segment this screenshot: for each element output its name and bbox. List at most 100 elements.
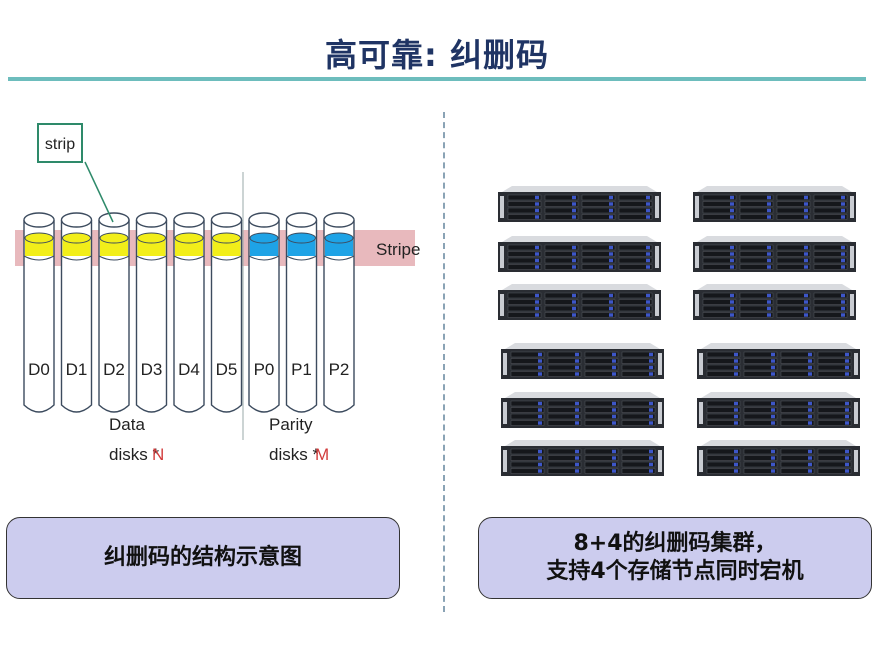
drive-led: [841, 306, 845, 311]
drive-led: [535, 202, 539, 206]
drive-bay: [739, 305, 774, 312]
drive-led: [771, 414, 775, 419]
drive-bay: [706, 400, 741, 407]
drive-bay: [621, 448, 656, 455]
drive-led: [612, 359, 616, 363]
server-handle: [699, 402, 703, 424]
drive-bay: [780, 461, 815, 468]
drive-led: [609, 265, 613, 269]
drive-led: [646, 245, 650, 250]
drive-bay: [507, 207, 542, 214]
drive-led: [767, 208, 771, 213]
drive-bay: [584, 400, 619, 407]
disk-body: [248, 220, 280, 413]
drive-led: [538, 359, 542, 363]
drive-bay: [739, 292, 774, 299]
drive-bay: [544, 264, 579, 270]
drive-led: [804, 313, 808, 317]
disk-body: [60, 220, 93, 413]
drive-led: [730, 313, 734, 317]
server-handle: [695, 196, 699, 218]
disk-strip-top: [137, 232, 166, 244]
drive-bay: [581, 292, 616, 299]
drive-bay: [544, 312, 579, 318]
drive-bay: [739, 214, 774, 220]
drive-bay: [510, 358, 545, 364]
server-6: [693, 284, 856, 320]
drive-led: [808, 469, 812, 473]
drive-led: [730, 252, 734, 256]
drive-bay: [584, 468, 619, 474]
data-disk-d0: D0: [23, 212, 55, 413]
server-lid: [505, 343, 660, 349]
drive-led: [535, 313, 539, 317]
server-handle: [854, 402, 858, 424]
drive-bay: [743, 461, 778, 468]
drive-led: [845, 359, 849, 363]
drive-bay: [510, 407, 545, 413]
drive-bay: [817, 413, 852, 420]
drive-bay: [743, 400, 778, 407]
drive-led: [572, 313, 576, 317]
drive-led: [649, 372, 653, 376]
drive-led: [575, 352, 579, 357]
server-4: [693, 236, 856, 272]
drive-led: [730, 195, 734, 200]
server-handle: [658, 402, 662, 424]
drive-led: [841, 215, 845, 219]
drive-bay: [507, 264, 542, 270]
drive-led: [771, 401, 775, 406]
drive-led: [612, 462, 616, 467]
drive-bay: [584, 420, 619, 426]
drive-led: [730, 258, 734, 263]
drive-bay: [618, 214, 653, 220]
drive-bay: [780, 351, 815, 358]
drive-led: [767, 195, 771, 200]
drive-bay: [581, 214, 616, 220]
drive-led: [771, 462, 775, 467]
drive-led: [646, 258, 650, 263]
data-disk-d4: D4: [173, 212, 205, 413]
drive-bay: [813, 244, 848, 251]
drive-bay: [739, 194, 774, 201]
drive-led: [612, 414, 616, 419]
drive-bay: [817, 455, 852, 461]
disk-top: [23, 212, 55, 228]
disk-top: [98, 212, 130, 228]
drive-bay: [584, 455, 619, 461]
drive-led: [845, 449, 849, 454]
drive-led: [649, 469, 653, 473]
drive-led: [767, 258, 771, 263]
drive-led: [535, 215, 539, 219]
disk-top: [135, 212, 168, 228]
drive-led: [845, 372, 849, 376]
server-1: [498, 186, 661, 222]
drive-led: [771, 449, 775, 454]
left-caption-box: 纠删码的结构示意图: [6, 517, 400, 599]
drive-bay: [507, 299, 542, 305]
drive-led: [646, 265, 650, 269]
drive-led: [730, 306, 734, 311]
right-caption-line1: 8+4的纠删码集群，: [573, 531, 777, 556]
drive-led: [646, 293, 650, 298]
drive-led: [572, 258, 576, 263]
server-3: [498, 236, 661, 272]
drive-bay: [618, 207, 653, 214]
disk-body: [98, 220, 130, 413]
server-handle: [850, 246, 854, 268]
drive-bay: [776, 194, 811, 201]
drive-bay: [706, 461, 741, 468]
drive-led: [845, 414, 849, 419]
drive-led: [771, 408, 775, 412]
drive-led: [734, 462, 738, 467]
drive-bay: [621, 413, 656, 420]
server-12: [697, 440, 860, 476]
drive-led: [730, 265, 734, 269]
disk-label: P2: [329, 360, 350, 379]
drive-led: [804, 202, 808, 206]
disk-strip-top: [99, 232, 129, 244]
drive-bay: [507, 251, 542, 257]
drive-bay: [581, 244, 616, 251]
server-lid: [697, 236, 852, 242]
